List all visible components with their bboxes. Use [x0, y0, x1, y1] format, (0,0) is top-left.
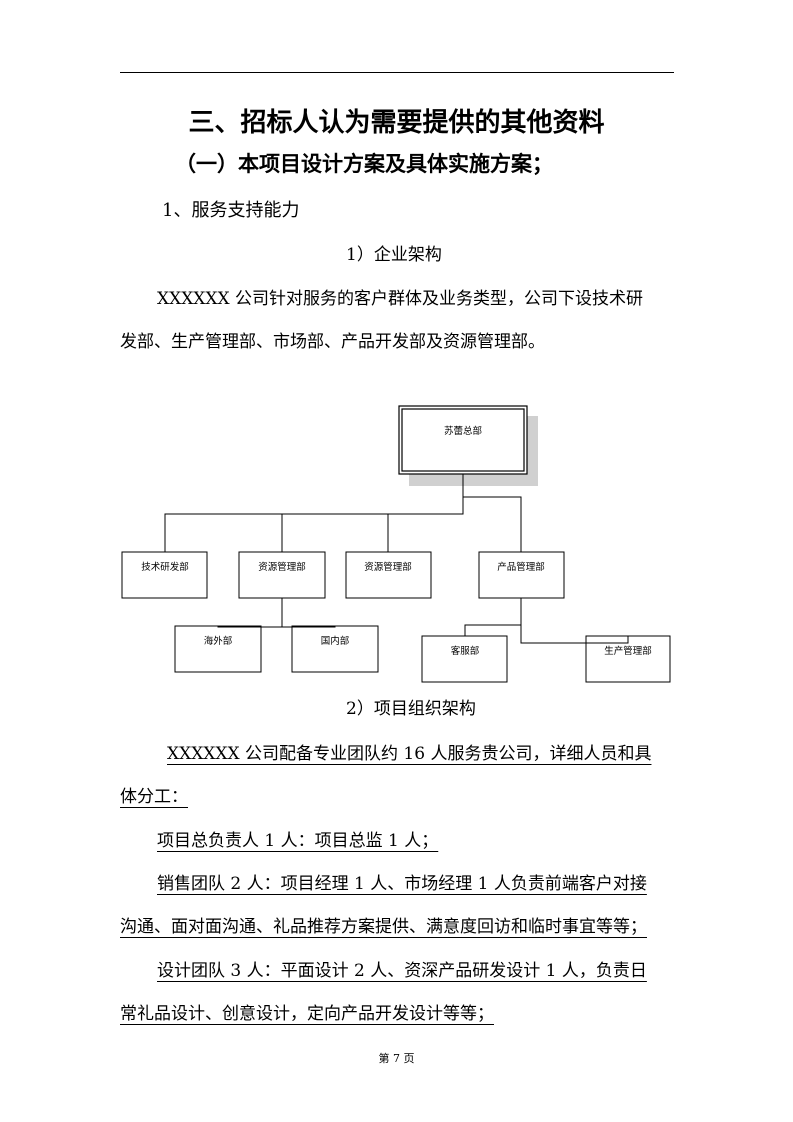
org-node-label: 海外部 — [204, 635, 233, 647]
paragraph-line: XXXXXX 公司针对服务的客户群体及业务类型，公司下设技术研 — [157, 289, 644, 309]
org-node-label: 资源管理部 — [258, 561, 306, 573]
heading-enterprise-structure: 1）企业架构 — [346, 245, 442, 265]
header-rule — [120, 72, 674, 73]
paragraph-line: 体分工： — [120, 787, 188, 807]
paragraph-line: 常礼品设计、创意设计，定向产品开发设计等等； — [120, 1004, 494, 1024]
org-node-label: 国内部 — [321, 635, 350, 647]
paragraph-line: 项目总负责人 1 人：项目总监 1 人； — [157, 831, 439, 851]
org-node-label: 资源管理部 — [364, 561, 412, 573]
org-node-label: 生产管理部 — [604, 645, 652, 657]
paragraph-line: 销售团队 2 人：项目经理 1 人、市场经理 1 人负责前端客户对接 — [157, 874, 647, 894]
org-root-label: 苏蕾总部 — [444, 425, 482, 437]
org-box — [121, 551, 208, 599]
heading-service-capability: 1、服务支持能力 — [162, 200, 300, 221]
org-node-label: 客服部 — [451, 645, 480, 657]
subsection-title: （一）本项目设计方案及具体实施方案； — [175, 152, 553, 176]
paragraph-line: 沟通、面对面沟通、礼品推荐方案提供、满意度回访和临时事宜等等； — [120, 917, 647, 937]
org-node-label: 技术研发部 — [141, 561, 189, 573]
paragraph-line: 设计团队 3 人：平面设计 2 人、资深产品研发设计 1 人，负责日 — [157, 961, 647, 981]
paragraph-line: 发部、生产管理部、市场部、产品开发部及资源管理部。 — [120, 332, 545, 352]
page-number: 第 7 页 — [378, 1052, 415, 1065]
org-node-label: 产品管理部 — [497, 561, 545, 573]
paragraph-line: XXXXXX 公司配备专业团队约 16 人服务贵公司，详细人员和具 — [167, 744, 652, 764]
heading-project-structure: 2）项目组织架构 — [346, 699, 476, 719]
section-title: 三、招标人认为需要提供的其他资料 — [188, 108, 605, 138]
